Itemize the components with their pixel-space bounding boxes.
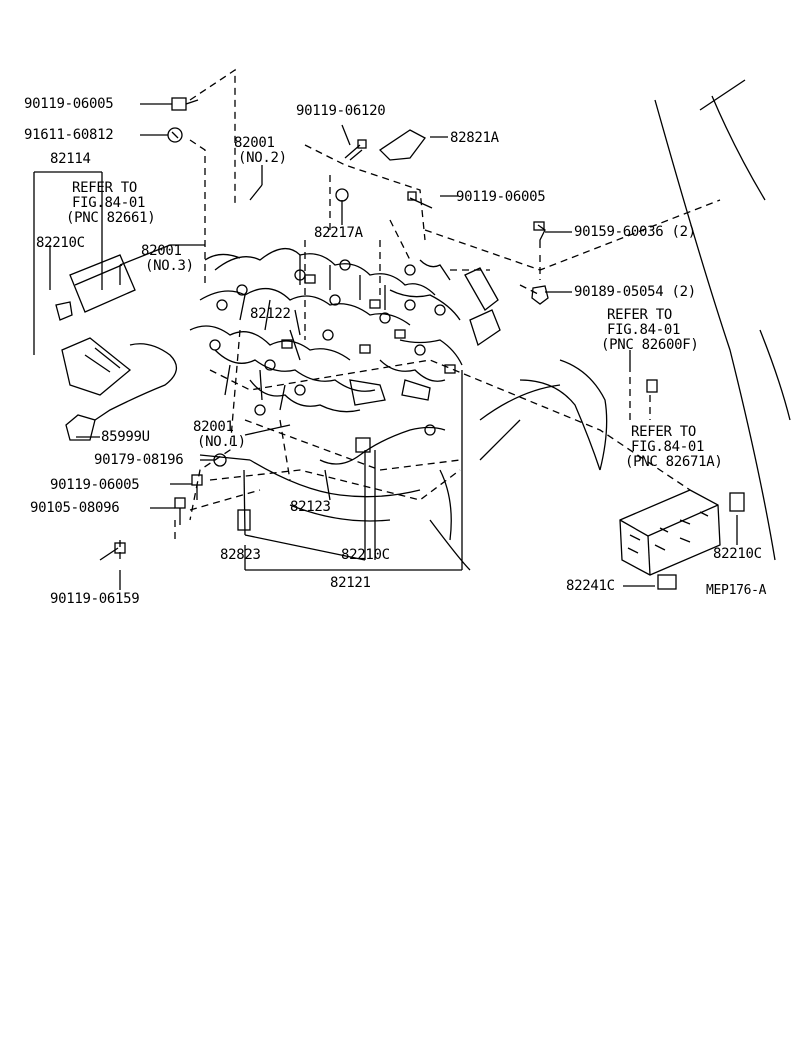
relay-82210c-icon	[729, 492, 745, 512]
part-label-90119-06005-b: 90119-06005	[456, 189, 546, 205]
bolt-90119-06005-icon	[171, 97, 199, 111]
part-label-90105-08096: 90105-08096	[30, 500, 120, 516]
diagram-code: MEP176-A	[706, 583, 767, 598]
engine-block-outline	[199, 454, 421, 522]
bracket-85999u-icon	[65, 414, 96, 441]
junction-box-82661-icon	[61, 254, 136, 396]
part-label-82241c: 82241C	[566, 578, 615, 594]
fuse-box-icon	[464, 267, 501, 347]
engine-wire-harness-icon	[94, 184, 463, 465]
part-label-82001-no1-sub: (NO.1)	[197, 434, 246, 450]
part-label-82217a: 82217A	[314, 225, 363, 241]
bolt-90119-06005-c-icon	[191, 474, 203, 500]
nut-90179-08196-icon	[213, 453, 227, 467]
connector-82821a-icon	[378, 129, 426, 161]
part-label-82001-no2: 82001	[234, 135, 275, 151]
part-label-90189-05054: 90189-05054 (2)	[574, 284, 696, 300]
part-label-90119-06120: 90119-06120	[296, 103, 386, 119]
refer-note-1-line2: FIG.84-01	[72, 195, 146, 211]
part-label-82001-no1: 82001	[193, 419, 234, 435]
part-label-82001-no3-sub: (NO.3)	[145, 258, 194, 274]
clip-82600f-icon	[646, 379, 658, 393]
refer-note-2-line2: FIG.84-01	[607, 322, 681, 338]
clip-82217a-icon	[335, 188, 349, 202]
clip-82210c-left-icon	[55, 301, 73, 321]
bolt-90119-06005-b-icon	[407, 191, 433, 209]
part-label-82121: 82121	[330, 575, 371, 591]
part-label-90119-06005-a: 90119-06005	[24, 96, 114, 112]
refer-note-2-line3: (PNC 82600F)	[601, 337, 699, 353]
refer-note-3-line1: REFER TO	[631, 424, 697, 440]
part-label-90179-08196: 90179-08196	[94, 452, 184, 468]
bolt-90159-60036-icon	[533, 221, 546, 248]
solid-leader-lines	[33, 103, 738, 590]
refer-note-1-line1: REFER TO	[72, 180, 138, 196]
bolt-90119-06120-icon	[344, 139, 367, 161]
refer-note-2-line1: REFER TO	[607, 307, 673, 323]
bolt-90119-06159-icon	[99, 542, 126, 561]
part-label-90119-06159: 90119-06159	[50, 591, 140, 607]
part-label-82114: 82114	[50, 151, 91, 167]
refer-note-3-line3: (PNC 82671A)	[625, 454, 723, 470]
part-label-82123: 82123	[290, 499, 331, 515]
part-label-82823: 82823	[220, 547, 261, 563]
part-label-90159-60036: 90159-60036 (2)	[574, 224, 696, 240]
bolt-90105-08096-icon	[174, 497, 186, 525]
part-label-82122: 82122	[250, 306, 291, 322]
part-label-82001-no2-sub: (NO.2)	[238, 150, 287, 166]
vehicle-body-outline	[429, 79, 791, 571]
junction-box-82671a-icon	[619, 489, 721, 576]
part-label-90119-06005-c: 90119-06005	[50, 477, 140, 493]
part-label-82001-no3: 82001	[141, 243, 182, 259]
part-label-85999u: 85999U	[101, 429, 150, 445]
part-label-91611-60812: 91611-60812	[24, 127, 114, 143]
dashed-leader-lines	[119, 68, 721, 560]
clip-90189-05054-icon	[531, 285, 549, 305]
part-label-82210c-a: 82210C	[36, 235, 85, 251]
refer-note-1-line3: (PNC 82661)	[66, 210, 156, 226]
part-label-82210c-c: 82210C	[713, 546, 762, 562]
refer-note-3-line2: FIG.84-01	[631, 439, 705, 455]
clip-82210c-center-icon	[355, 437, 371, 453]
bolt-91611-60812-icon	[167, 127, 183, 143]
harness-connectors-icon	[209, 259, 456, 436]
part-label-82210c-b: 82210C	[341, 547, 390, 563]
part-label-82821a: 82821A	[450, 130, 499, 146]
clip-82823-icon	[237, 509, 251, 531]
connector-82241c-icon	[657, 574, 677, 590]
